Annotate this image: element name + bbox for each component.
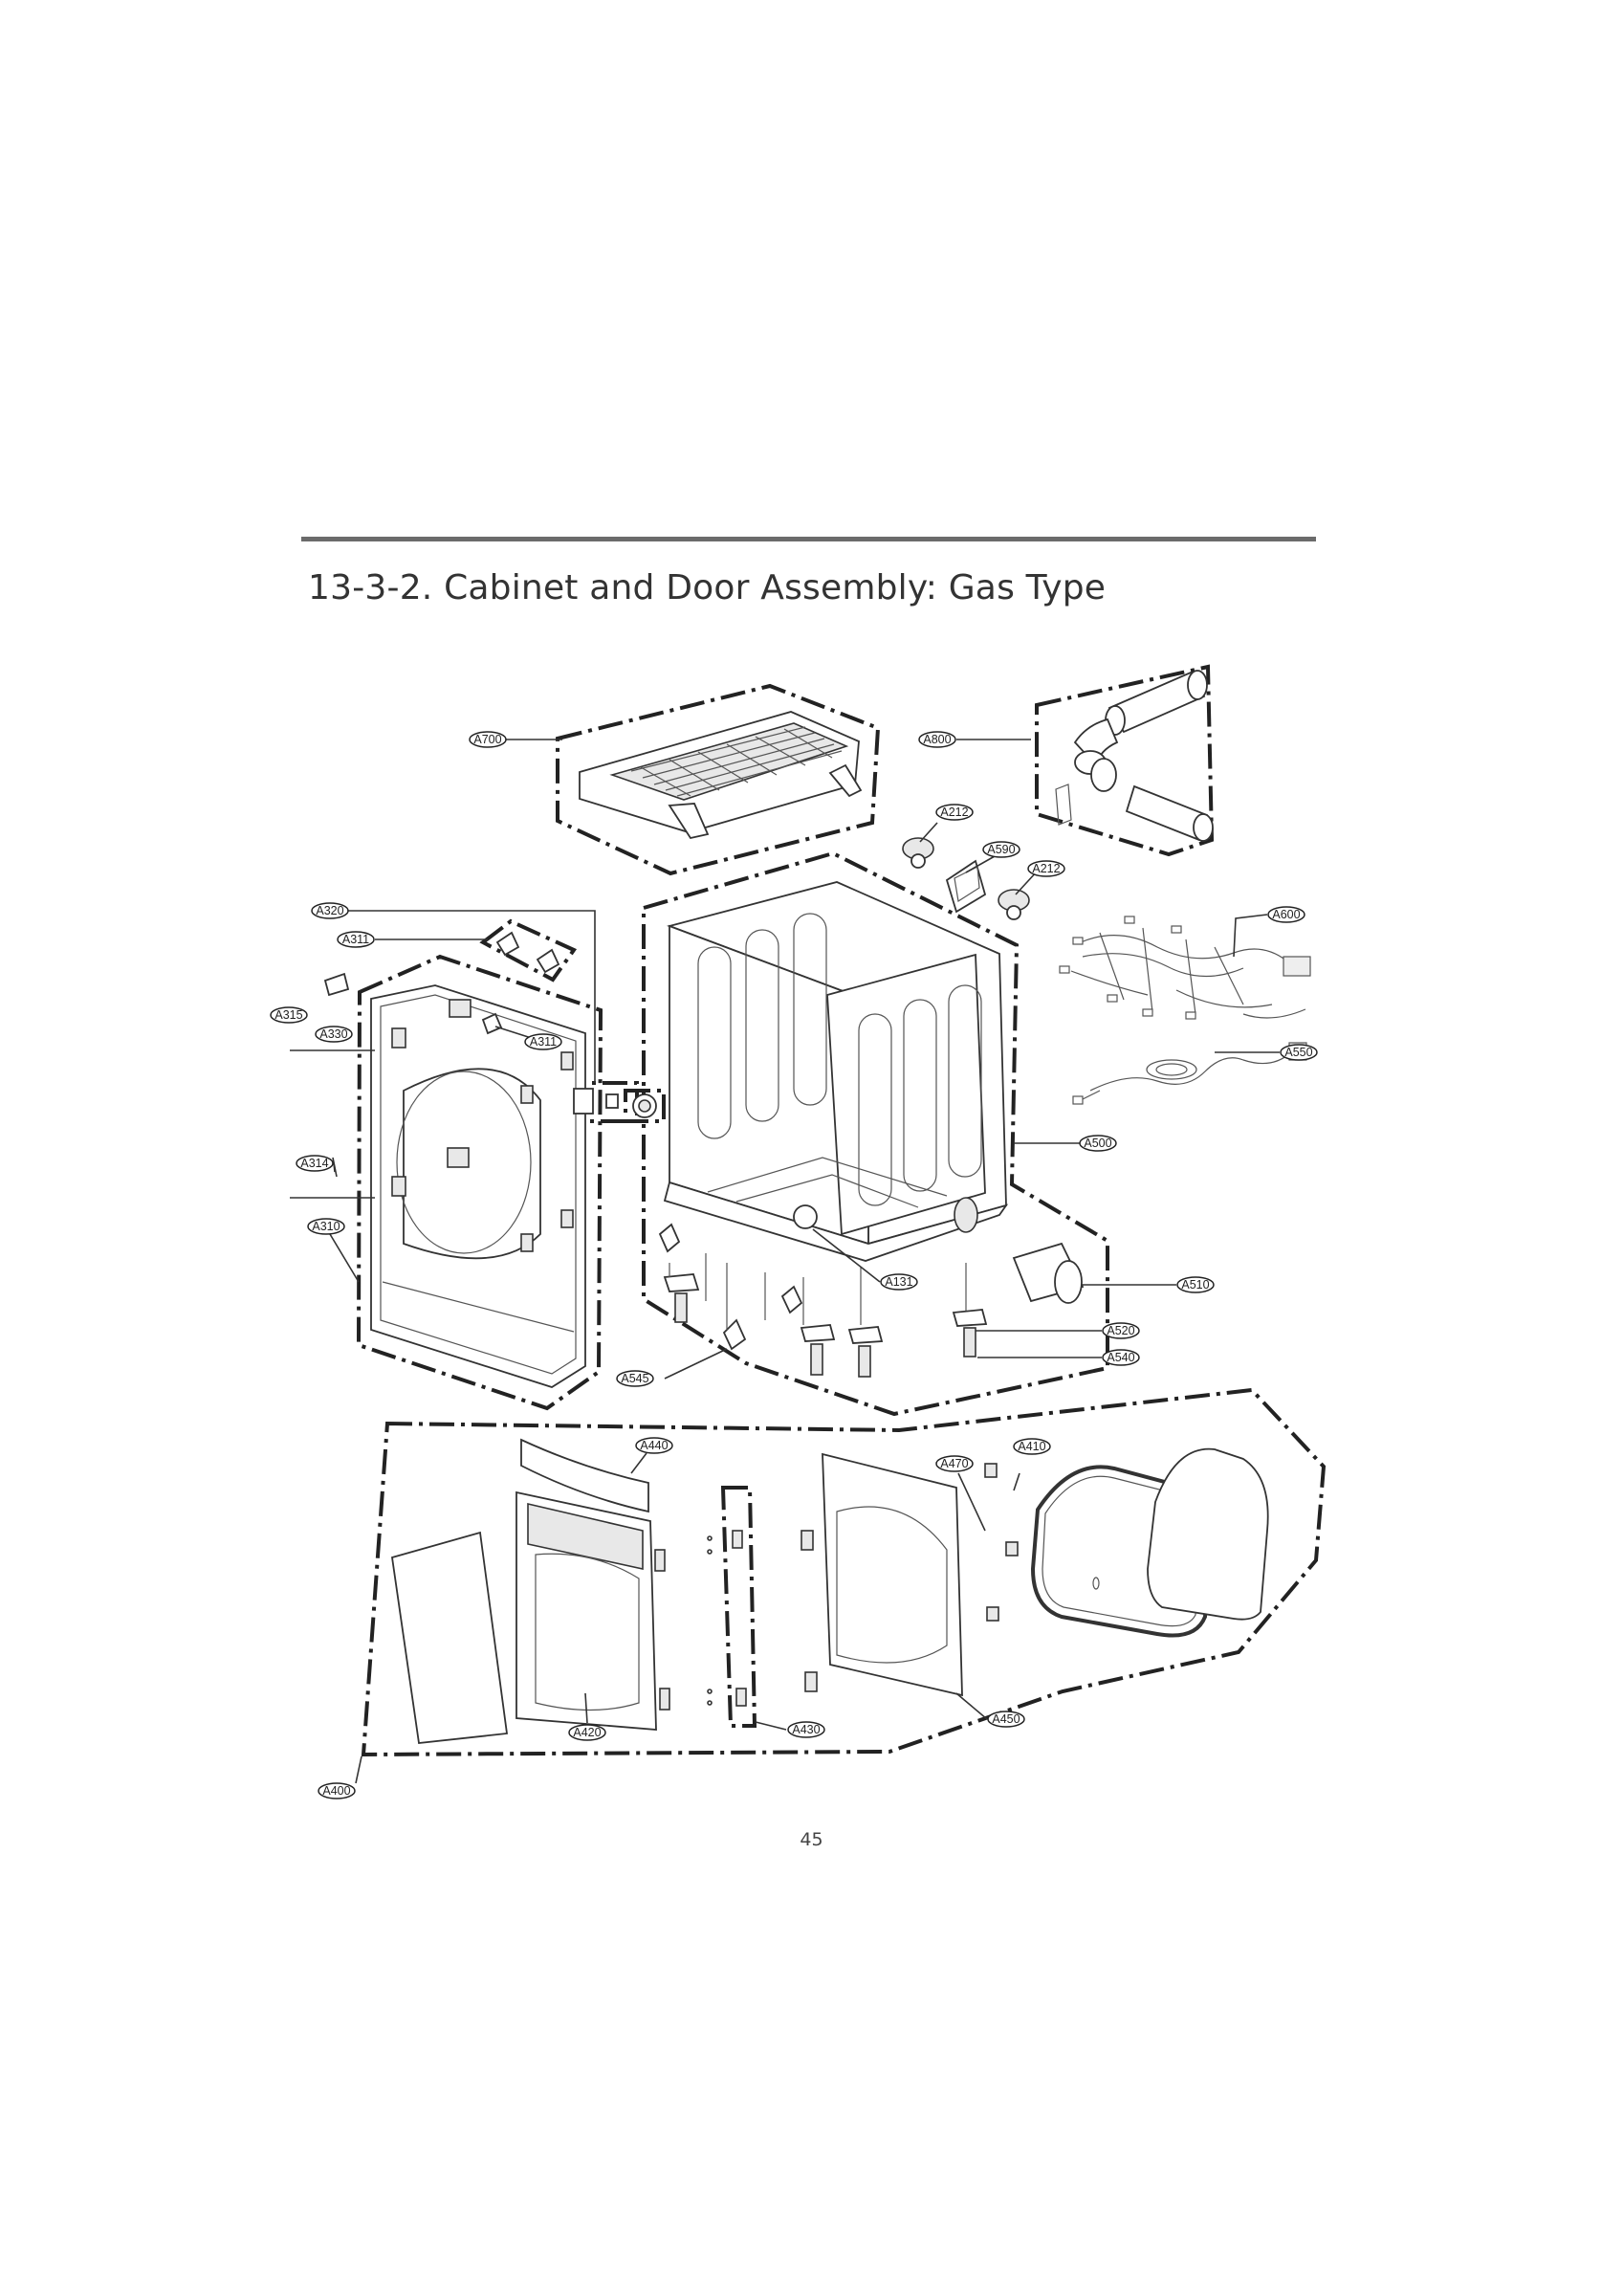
- svg-text:A550: A550: [1284, 1046, 1312, 1059]
- svg-text:A320: A320: [316, 904, 343, 917]
- group-boundary-duct: [1035, 664, 1215, 857]
- callout-a450: A450: [987, 1711, 1025, 1728]
- callout-a600: A600: [1267, 906, 1305, 923]
- callout-a311-2: A311: [524, 1033, 562, 1050]
- svg-text:A700: A700: [473, 733, 501, 746]
- callout-a311-1: A311: [337, 931, 375, 948]
- top-plate-part: [579, 711, 863, 840]
- group-boundary-door: [361, 1387, 1327, 1757]
- leader-lines: [329, 739, 1280, 1784]
- section-title: 13-3-2. Cabinet and Door Assembly: Gas T…: [308, 568, 1107, 607]
- svg-text:A590: A590: [987, 843, 1015, 856]
- callout-a540: A540: [1102, 1349, 1140, 1366]
- door-handle-part: [520, 1438, 649, 1513]
- group-boundary-switch: [559, 1081, 639, 1123]
- small-part-a311: [481, 1012, 503, 1035]
- callout-a310: A310: [307, 1218, 345, 1235]
- group-boundary-hinge-strip: [720, 1486, 757, 1728]
- svg-text:A310: A310: [312, 1220, 340, 1233]
- group-boundary-cabinet: [642, 850, 1109, 1417]
- thermostat-part-1: [902, 837, 934, 869]
- svg-text:A410: A410: [1018, 1440, 1045, 1453]
- callout-a212-1: A212: [935, 804, 974, 821]
- callout-a470: A470: [935, 1455, 974, 1472]
- svg-text:A600: A600: [1272, 908, 1300, 921]
- svg-text:A311: A311: [342, 933, 369, 946]
- svg-text:A330: A330: [319, 1027, 347, 1041]
- callout-a520: A520: [1102, 1322, 1140, 1339]
- callout-a315: A315: [270, 1006, 308, 1024]
- door-inner-glass-part: [1147, 1447, 1269, 1621]
- small-bracket-a330: [323, 972, 350, 997]
- callout-a500: A500: [1079, 1135, 1117, 1152]
- header-rule: [301, 537, 1316, 541]
- svg-text:A315: A315: [274, 1008, 302, 1022]
- screws: [290, 1049, 375, 1199]
- svg-text:A314: A314: [300, 1157, 328, 1170]
- thermostat-part-2: [998, 889, 1030, 920]
- cabinet-part: [663, 881, 1009, 1262]
- leveling-feet: [658, 1223, 988, 1378]
- callout-a131: A131: [880, 1273, 918, 1291]
- bracket-part-a590: [945, 859, 987, 914]
- door-outer-part: [515, 1490, 670, 1731]
- svg-text:A430: A430: [792, 1723, 820, 1736]
- svg-text:A545: A545: [621, 1372, 648, 1385]
- wire-harness-part: [1059, 916, 1311, 1020]
- callout-a545: A545: [616, 1370, 654, 1387]
- vent-pipe-part: [1012, 1242, 1085, 1304]
- svg-text:A440: A440: [640, 1439, 668, 1452]
- front-panel-part: [370, 984, 586, 1388]
- svg-text:A131: A131: [885, 1275, 912, 1289]
- callout-a314: A314: [296, 1155, 334, 1172]
- callout-a590: A590: [982, 841, 1020, 858]
- svg-text:A450: A450: [992, 1712, 1020, 1726]
- callout-a400: A400: [318, 1782, 356, 1799]
- svg-text:A520: A520: [1107, 1324, 1134, 1337]
- page-number: 45: [800, 1829, 823, 1850]
- svg-text:A400: A400: [322, 1784, 350, 1798]
- svg-text:A500: A500: [1084, 1137, 1111, 1150]
- svg-text:A540: A540: [1107, 1351, 1134, 1364]
- door-decor-panel-part: [390, 1531, 509, 1744]
- exhaust-duct-part: [1055, 670, 1214, 842]
- svg-text:A800: A800: [923, 733, 951, 746]
- callout-a700: A700: [469, 731, 507, 748]
- svg-text:A212: A212: [940, 806, 968, 819]
- door-inner-part: [801, 1452, 1019, 1697]
- callout-a330: A330: [315, 1026, 353, 1043]
- callout-a420: A420: [568, 1724, 606, 1741]
- hinge-strip-parts: [707, 1530, 747, 1707]
- group-boundary-filter-clips: [479, 918, 578, 982]
- callout-a800: A800: [918, 731, 956, 748]
- callout-a510: A510: [1176, 1276, 1215, 1293]
- switch-part: [573, 1088, 619, 1115]
- svg-text:A510: A510: [1181, 1278, 1209, 1292]
- svg-text:A212: A212: [1032, 862, 1060, 875]
- svg-text:A311: A311: [530, 1035, 557, 1049]
- filter-clip-parts: [495, 931, 560, 974]
- group-boundary-sensor: [624, 1089, 666, 1123]
- callout-a440: A440: [635, 1437, 673, 1454]
- callout-a320: A320: [311, 902, 349, 919]
- group-boundary-front-panel: [356, 954, 603, 1411]
- svg-text:A470: A470: [940, 1457, 968, 1470]
- callout-a550: A550: [1280, 1044, 1318, 1061]
- callout-a410: A410: [1013, 1438, 1051, 1455]
- group-boundary-top-plate: [556, 683, 881, 876]
- sensor-part-a131: [632, 1093, 657, 1118]
- callout-a430: A430: [787, 1721, 825, 1738]
- svg-text:A420: A420: [573, 1726, 601, 1739]
- callout-a212-2: A212: [1027, 860, 1065, 877]
